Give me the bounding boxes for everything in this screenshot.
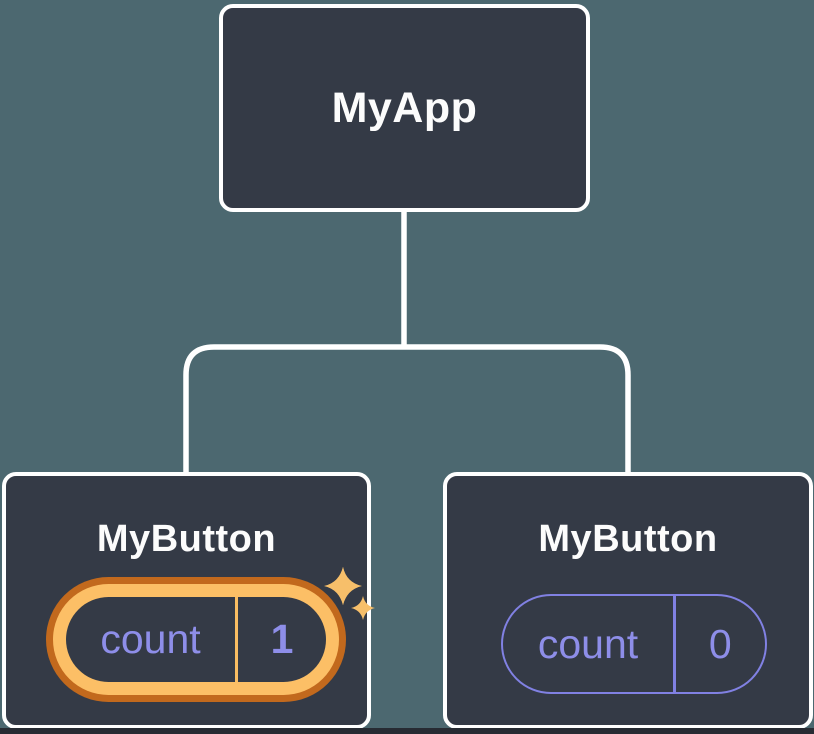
child-component-node-left: MyButton count 1 <box>2 472 375 729</box>
state-key-cell: count <box>503 596 673 692</box>
root-component-node: MyApp <box>219 4 590 212</box>
state-pill-highlight-ring: count 1 <box>53 584 339 695</box>
state-pill-divider <box>673 596 676 692</box>
state-pill-divider <box>235 597 238 682</box>
child-component-label: MyButton <box>96 518 277 560</box>
state-value-cell: 1 <box>238 597 326 682</box>
child-component-label: MyButton <box>538 518 718 560</box>
state-key-label: count <box>537 620 639 667</box>
state-key-cell: count <box>66 597 235 682</box>
state-value: 1 <box>270 616 294 662</box>
state-key-label: count <box>100 616 201 662</box>
state-pill-plain: count 0 <box>501 594 767 694</box>
state-pill-highlighted: count 1 <box>46 577 346 702</box>
bottom-strip <box>0 728 814 734</box>
state-value-cell: 0 <box>676 596 766 692</box>
root-component-label: MyApp <box>331 83 478 132</box>
sparkles-icon <box>324 567 375 620</box>
state-value: 0 <box>708 620 732 667</box>
state-pill-core: count 1 <box>66 597 326 682</box>
child-component-node-right: MyButton count 0 <box>443 472 813 729</box>
